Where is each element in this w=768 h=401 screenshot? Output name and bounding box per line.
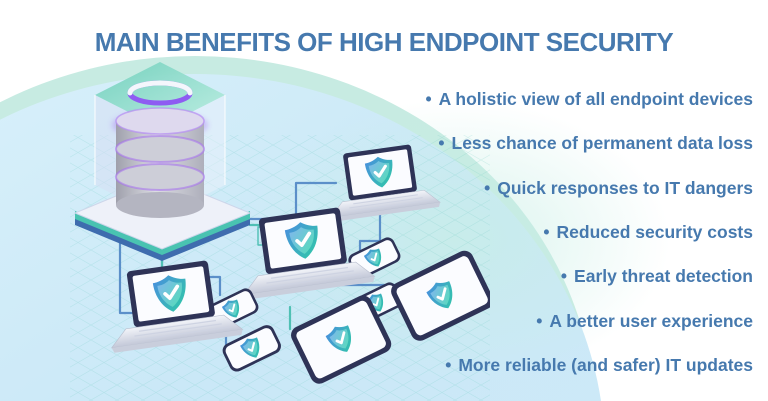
benefit-item: • A holistic view of all endpoint devices: [425, 90, 753, 108]
benefit-item: • Early threat detection: [561, 267, 753, 285]
bullet-dot: •: [543, 221, 550, 242]
benefit-text: A better user experience: [549, 310, 753, 331]
bullet-dot: •: [560, 266, 568, 287]
benefit-item: • More reliable (and safer) IT updates: [445, 356, 753, 374]
benefits-list: • A holistic view of all endpoint devices…: [425, 90, 753, 374]
glow-ring-icon: [127, 80, 193, 106]
bullet-dot: •: [438, 133, 445, 154]
benefit-item: • Reduced security costs: [543, 223, 753, 241]
bullet-dot: •: [536, 310, 543, 331]
benefit-item: • A better user experience: [536, 312, 753, 330]
benefit-text: Less chance of permanent data loss: [451, 133, 754, 154]
endpoint-network-illustration: [70, 62, 490, 401]
benefit-text: More reliable (and safer) IT updates: [458, 354, 753, 375]
benefit-item: • Quick responses to IT dangers: [484, 179, 753, 197]
database-server-icon: [73, 62, 252, 261]
benefit-text: Quick responses to IT dangers: [497, 177, 753, 198]
benefit-text: Early threat detection: [574, 266, 753, 287]
bullet-dot: •: [425, 89, 432, 109]
benefit-text: Reduced security costs: [556, 221, 753, 242]
benefit-item: • Less chance of permanent data loss: [438, 134, 753, 152]
benefit-text: A holistic view of all endpoint devices: [438, 89, 753, 109]
bullet-dot: •: [484, 177, 491, 198]
page-title: MAIN BENEFITS OF HIGH ENDPOINT SECURITY: [94, 27, 674, 58]
bullet-dot: •: [445, 354, 452, 375]
